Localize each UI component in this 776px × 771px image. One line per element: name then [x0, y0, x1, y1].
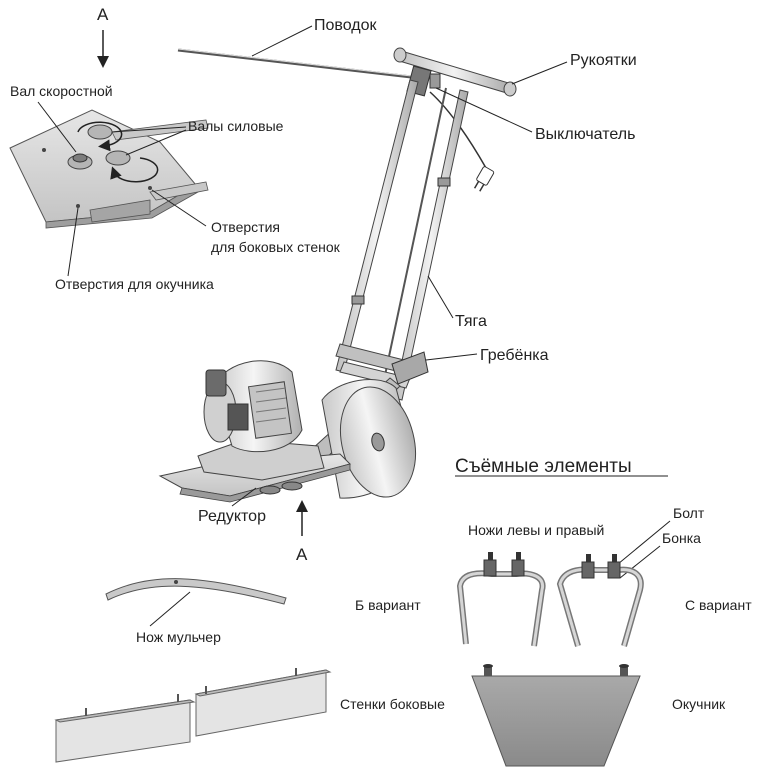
motor-terminal-box — [227, 403, 249, 431]
label-nozhi: Ножи левы и правый — [468, 522, 604, 538]
cultivator-machine: Поводок Рукоятки Выключатель Тяга Гребён… — [158, 17, 637, 564]
rotation-arrow-2 — [110, 157, 159, 183]
leader-grebenka — [425, 353, 478, 361]
povodok-rod-highlight — [177, 48, 421, 78]
side-bracket — [89, 199, 151, 223]
label-b-variant: Б вариант — [355, 597, 421, 613]
label-okuchnik: Окучник — [672, 696, 726, 712]
label-tyaga: Тяга — [455, 313, 487, 330]
label-val-skorostnoy: Вал скоростной — [10, 83, 113, 99]
rotation-arrow-1 — [77, 121, 123, 152]
leader-bolt — [617, 520, 671, 565]
motor-fin — [255, 387, 287, 393]
motor-fin — [255, 397, 287, 403]
leader-valy-silovye-2 — [125, 129, 187, 156]
label-stenki-bokovye: Стенки боковые — [340, 696, 445, 712]
side-rail-lower — [149, 181, 209, 201]
frame-tube-left — [335, 79, 419, 373]
view-a-top-label: А — [97, 5, 109, 24]
label-povodok: Поводок — [314, 17, 378, 34]
hole — [174, 580, 178, 584]
removable-elements: Съёмные элементы Ножи левы и правый Болт… — [54, 456, 752, 767]
label-valy-silovye: Валы силовые — [188, 118, 284, 134]
leader-vyklyuchatel — [435, 87, 533, 133]
hole — [76, 204, 80, 208]
motor-fin — [255, 417, 287, 423]
leader-tyaga — [427, 275, 454, 319]
leader-nozh-mulcher — [149, 591, 191, 627]
leader-reduktor — [231, 487, 257, 507]
label-c-variant: С вариант — [685, 597, 752, 613]
nozh-mulcher — [105, 578, 287, 605]
grebenka-bracket — [391, 351, 429, 385]
plug-icon — [473, 166, 495, 192]
leader-otverstiya-okuchnika — [67, 207, 79, 277]
knife-c-variant — [556, 554, 644, 647]
side-rail-upper — [111, 119, 209, 141]
hole — [42, 148, 46, 152]
knife-b-variant — [456, 552, 546, 647]
motor-capacitor — [205, 369, 227, 397]
leader-val-skorostnoy — [37, 101, 77, 153]
leader-valy-silovye-1 — [111, 126, 187, 133]
view-a-bottom-label: А — [296, 545, 308, 564]
power-shaft-1 — [87, 124, 113, 140]
label-otverstiya-stenok-2: для боковых стенок — [211, 239, 341, 255]
view-a-inset: А Вал скоростной Валы силовые Отверстия … — [9, 5, 341, 292]
label-nozh-mulcher: Нож мульчер — [136, 629, 221, 645]
label-otverstiya-okuchnika: Отверстия для окучника — [55, 276, 214, 292]
povodok-rod — [177, 48, 421, 80]
frame-clamp — [437, 177, 451, 187]
motor-fin — [255, 407, 287, 413]
label-bolt: Болт — [673, 505, 705, 521]
tyaga-rod — [383, 87, 447, 381]
gearbox-shaft — [281, 481, 303, 491]
speed-shaft-top — [72, 153, 88, 163]
leader-otverstiya-stenok — [151, 189, 207, 227]
label-grebenka: Гребёнка — [480, 347, 549, 364]
leader-povodok — [251, 25, 313, 57]
stenki-bokovye — [54, 668, 332, 763]
label-otverstiya-stenok-1: Отверстия — [211, 219, 280, 235]
label-bonka: Бонка — [662, 530, 701, 546]
removable-title: Съёмные элементы — [455, 456, 632, 477]
roller-drum-hub — [371, 432, 385, 452]
switch-block-2 — [429, 73, 441, 89]
frame-clamp — [351, 295, 365, 305]
grip-right — [503, 81, 517, 97]
power-shaft-2 — [105, 150, 131, 166]
label-vyklyuchatel: Выключатель — [535, 126, 635, 143]
grip-left — [393, 47, 407, 63]
label-rukoyatki: Рукоятки — [570, 52, 637, 69]
base-plate-edge — [179, 463, 351, 503]
label-reduktor: Редуктор — [198, 508, 266, 525]
hole — [148, 186, 152, 190]
leader-rukoyatki — [511, 61, 568, 85]
gearbox-shaft — [259, 485, 281, 495]
frame-tube-right — [393, 89, 469, 401]
okuchnik — [471, 664, 641, 767]
